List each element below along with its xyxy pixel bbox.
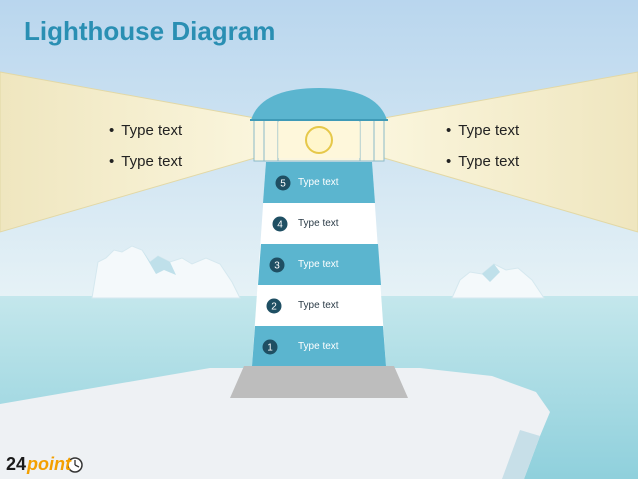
band-label-4: Type text [298,218,339,229]
iceberg-right [451,263,545,299]
tower-band-5 [263,162,375,203]
logo-word: point [27,454,72,474]
band-label-5: Type text [298,177,339,188]
band-number-4: 4 [277,220,283,231]
band-number-3: 3 [274,261,280,272]
band-badge-1 [262,339,278,355]
island-shadow [502,430,540,479]
brand-logo: 24 point [6,454,71,475]
band-number-1: 1 [267,343,273,354]
left-bullet-item: Type text [109,153,182,184]
logo-number: 24 [6,454,27,474]
band-badge-2 [266,298,282,314]
band-label-3: Type text [298,259,339,270]
band-badge-3 [269,257,285,273]
iceberg-right-shade [482,264,500,282]
right-bullet-list: Type text Type text [446,122,519,184]
island [0,368,550,479]
band-label-1: Type text [298,341,339,352]
band-number-2: 2 [271,302,277,313]
lamp [305,126,333,154]
left-bullet-list: Type text Type text [109,122,182,184]
iceberg-left-shade [142,250,176,275]
page-title: Lighthouse Diagram [24,16,276,46]
tower-band-3 [258,244,381,285]
band-badge-4 [272,216,288,232]
right-bullet-item: Type text [446,153,519,184]
band-number-5: 5 [280,179,286,190]
left-bullet-item: Type text [109,122,182,153]
lighthouse-dome [251,88,387,120]
right-bullet-item: Type text [446,122,519,153]
clock-icon [67,457,83,473]
band-badge-5 [275,175,291,191]
lighthouse-base [230,366,408,398]
band-label-2: Type text [298,300,339,311]
tower-band-1 [252,326,386,366]
